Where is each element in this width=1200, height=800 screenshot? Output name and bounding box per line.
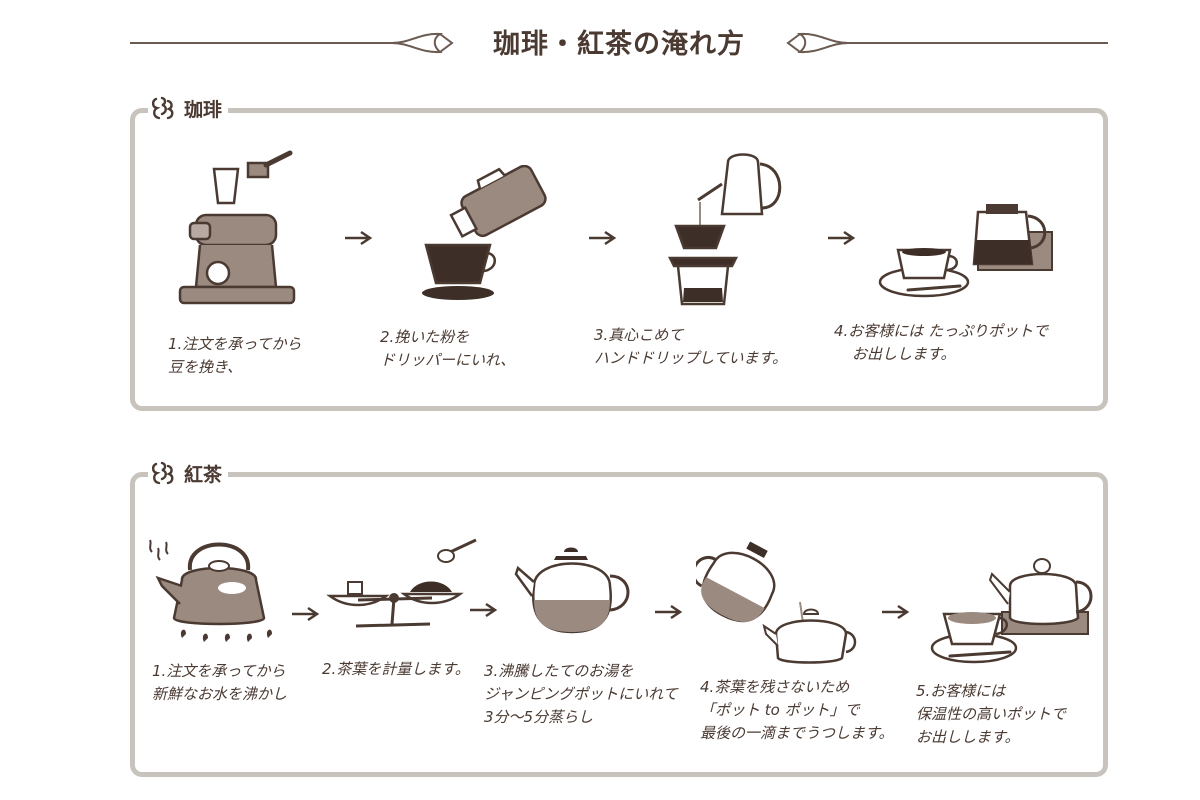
arrow-right-icon	[828, 230, 856, 246]
coffee-step-3-line2: ハンドドリップしています。	[594, 349, 788, 367]
coffee-section-title: 珈琲	[184, 98, 223, 121]
tea-step-2-line1: 2.茶葉を計量します。	[322, 660, 470, 678]
coffee-cup-and-pot-icon	[878, 204, 1053, 298]
tea-leaf-scale-icon	[326, 538, 477, 628]
tea-step-2-text: 2.茶葉を計量します。	[322, 658, 470, 681]
tea-step-3-line1: 3.沸騰したてのお湯を	[484, 662, 634, 680]
coffee-step-1-line1: 1.注文を承ってから	[168, 335, 302, 353]
tea-step-3-text: 3.沸騰したてのお湯を ジャンピングポットにいれて 3分〜5分蒸らし	[484, 660, 678, 729]
flourish-right-icon	[786, 32, 849, 54]
tea-step-4-text: 4.茶葉を残さないため 「ポット to ポット」で 最後の一滴までうつします。	[700, 676, 894, 745]
tea-step-5-line3: お出しします。	[916, 728, 1020, 746]
coffee-step-1-text: 1.注文を承ってから 豆を挽き、	[168, 333, 302, 379]
coffee-step-4-text: 4.お客様には たっぷりポットで お出しします。	[834, 320, 1048, 366]
title-rule-right	[848, 42, 1108, 44]
arrow-right-icon	[292, 606, 320, 622]
coffee-step-2-text: 2.挽いた粉を ドリッパーにいれ、	[380, 326, 515, 372]
title-rule-left	[130, 42, 398, 44]
tea-step-5-text: 5.お客様には 保温性の高いポットで お出しします。	[916, 680, 1066, 749]
tea-step-3-line3: 3分〜5分蒸らし	[484, 708, 594, 726]
tea-panel	[130, 472, 1108, 777]
tea-step-5-line1: 5.お客様には	[916, 682, 1006, 700]
tea-emblem-icon	[151, 461, 174, 485]
tea-step-5-line2: 保温性の高いポットで	[916, 705, 1067, 723]
coffee-step-2-line1: 2.挽いた粉を	[380, 328, 470, 346]
tea-step-1-line2: 新鮮なお水を沸かし	[152, 685, 288, 703]
arrow-right-icon	[345, 230, 373, 246]
arrow-right-icon	[655, 604, 683, 620]
arrow-right-icon	[882, 604, 910, 620]
tea-section-header: 紅茶	[148, 455, 229, 491]
tea-step-4-line1: 4.茶葉を残さないため	[700, 678, 850, 696]
coffee-step-3-line1: 3.真心こめて	[594, 326, 684, 344]
coffee-step-4-line1: 4.お客様には たっぷりポットで	[834, 322, 1049, 340]
page-header: 珈琲・紅茶の淹れ方	[130, 18, 1108, 68]
coffee-step-2-line2: ドリッパーにいれ、	[380, 351, 516, 369]
coffee-step-1-line2: 豆を挽き、	[168, 358, 242, 376]
boiling-kettle-icon	[149, 539, 272, 642]
tea-step-4-line3: 最後の一滴までうつします。	[700, 724, 894, 742]
tea-step-1-line1: 1.注文を承ってから	[152, 662, 286, 680]
pouring-grounds-into-dripper-icon	[422, 165, 547, 300]
pot-to-pot-icon	[696, 541, 857, 664]
tea-step-1-text: 1.注文を承ってから 新鮮なお水を沸かし	[152, 660, 287, 706]
coffee-step-4-line2: お出しします。	[852, 345, 956, 363]
teacup-and-teapot-icon	[930, 558, 1093, 664]
coffee-section-header: 珈琲	[148, 90, 229, 126]
arrow-right-icon	[470, 602, 498, 618]
tea-step-3-line2: ジャンピングポットにいれて	[484, 685, 678, 703]
flourish-left-icon	[391, 32, 454, 54]
jumping-teapot-icon	[514, 547, 630, 634]
page-title: 珈琲・紅茶の淹れ方	[493, 29, 745, 60]
coffee-emblem-icon	[151, 96, 174, 120]
coffee-grinder-icon	[178, 150, 296, 305]
arrow-right-icon	[589, 230, 617, 246]
hand-drip-kettle-icon	[668, 153, 782, 306]
tea-step-4-line2: 「ポット to ポット」で	[700, 701, 860, 719]
tea-section-title: 紅茶	[184, 463, 223, 486]
coffee-step-3-text: 3.真心こめて ハンドドリップしています。	[594, 324, 787, 370]
